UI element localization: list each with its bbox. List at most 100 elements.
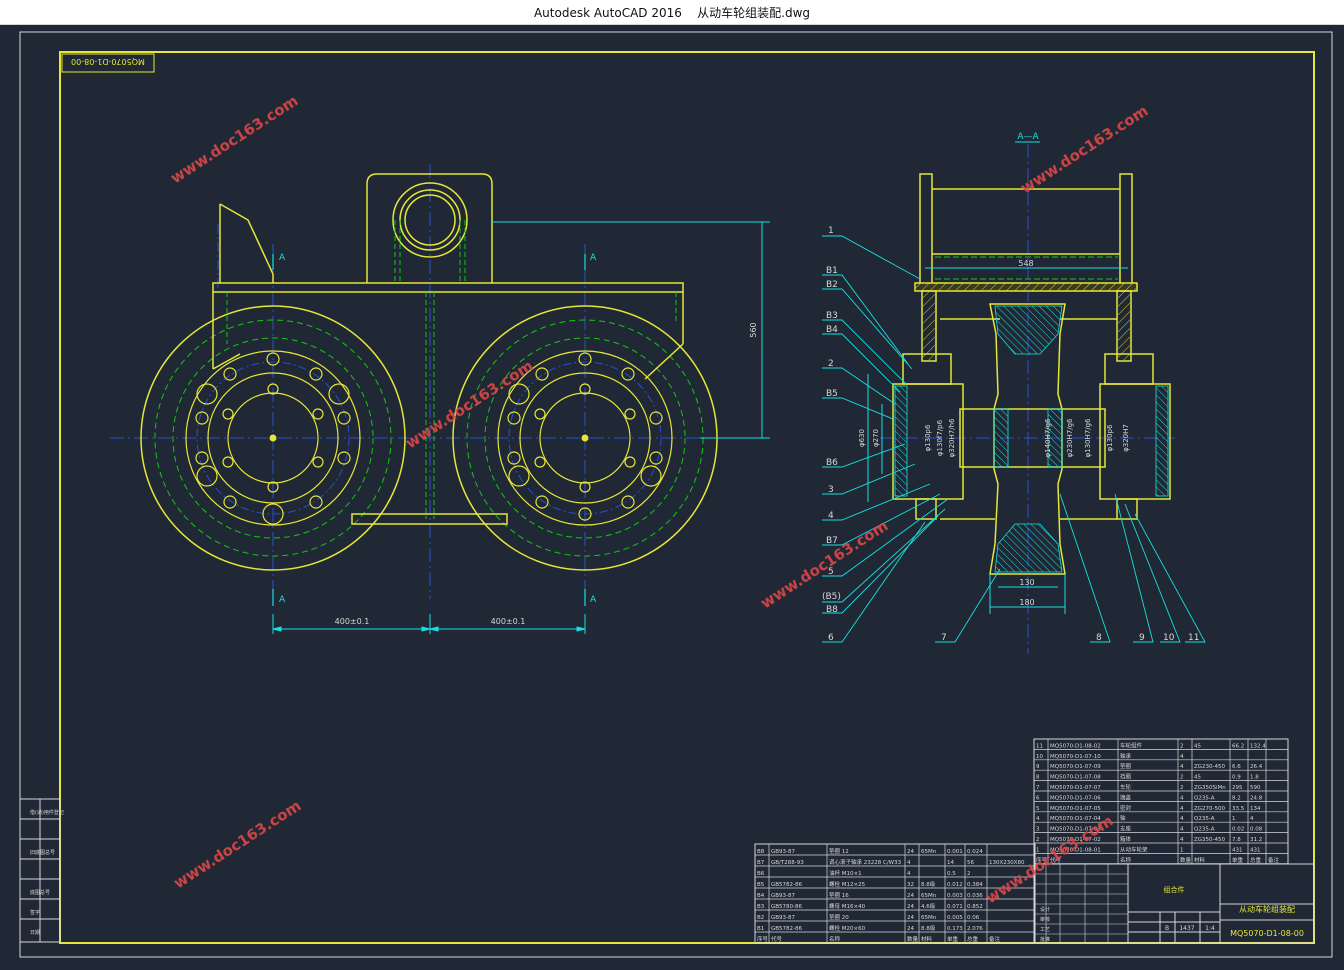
- parts-table-cell: 从动车轮架: [1120, 845, 1148, 853]
- section-outline: [892, 173, 1171, 575]
- parts-table-cell: MQ5070-D1-07-03: [1050, 827, 1101, 833]
- svg-text:旧底图总号: 旧底图总号: [30, 849, 55, 856]
- parts-table-cell: 密封: [1120, 804, 1132, 812]
- svg-text:底图总号: 底图总号: [30, 889, 50, 896]
- left-wheel-outer: [140, 305, 406, 571]
- std-table-cell: 56: [967, 860, 974, 866]
- left-hub-flange: [185, 350, 361, 526]
- drawing-canvas[interactable]: MQ5070-D1-08-00 借(通)用件登记 旧底图总号 底图总号 签字 日…: [0, 24, 1344, 966]
- parts-table-cell: 31.2: [1250, 837, 1262, 843]
- svg-text:φ130p6: φ130p6: [924, 424, 932, 451]
- callout-labels: 1 B1 B2 B3 B4 2 B5 B6 3 4 B7 5 (B5) B8 6…: [822, 226, 1199, 643]
- std-table-cell: 螺栓 M20×60: [829, 924, 866, 932]
- section-label: A—A: [1017, 132, 1039, 142]
- parts-table-cell: 1: [1036, 847, 1040, 853]
- std-table-cell: 8.8级: [921, 924, 936, 932]
- parts-table-cell: 7: [1036, 785, 1040, 791]
- left-bolt-holes: [195, 352, 351, 525]
- parts-table-cell: 132.4: [1250, 743, 1266, 749]
- parts-table-cell: 4: [1180, 837, 1184, 843]
- std-table-cell: B4: [757, 893, 765, 899]
- svg-text:B2: B2: [826, 280, 838, 290]
- parts-table-cell: 4: [1180, 764, 1184, 770]
- std-table-cell: 总重: [967, 935, 979, 943]
- parts-table-cell: 名称: [1120, 856, 1132, 864]
- parts-table-cell: 45: [1194, 775, 1201, 781]
- weight-value: 1437: [1179, 925, 1194, 932]
- parts-table-cell: 2: [1180, 785, 1184, 791]
- std-table-cell: GB5782-86: [771, 926, 803, 932]
- std-table-cell: B6: [757, 871, 765, 877]
- left-axle-center: [269, 434, 277, 442]
- svg-text:φ320H7/h6: φ320H7/h6: [948, 418, 956, 457]
- std-table-cell: 螺栓 M12×25: [829, 880, 866, 888]
- parts-table-cell: MQ5070-D1-08-02: [1050, 743, 1101, 749]
- section-mark-a4: A: [590, 595, 597, 605]
- parts-table-cell: 代号: [1050, 856, 1062, 864]
- parts-table-cell: MQ5070-D1-07-02: [1050, 837, 1101, 843]
- parts-table-cell: 4: [1036, 816, 1040, 822]
- parts-table-cell: 4: [1180, 806, 1184, 812]
- parts-table-cell: 33.5: [1232, 806, 1245, 812]
- std-table-cell: 4: [907, 860, 911, 866]
- std-table-cell: 垫圈 20: [829, 913, 849, 921]
- parts-table-cell: 备注: [1268, 856, 1280, 864]
- parts-table-cell: 0.08: [1250, 827, 1263, 833]
- parts-table-cell: MQ5070-D1-07-10: [1050, 754, 1101, 760]
- svg-text:11: 11: [1188, 633, 1199, 643]
- std-table-cell: 0.012: [947, 882, 963, 888]
- front-view[interactable]: A A A A 400±0.1 400±0.1 560: [110, 164, 770, 634]
- std-table-cell: 24: [907, 926, 914, 932]
- std-table-cell: B5: [757, 882, 765, 888]
- parts-table-cell: 单重: [1232, 856, 1244, 864]
- parts-table-cell: 1: [1232, 816, 1236, 822]
- std-table-cell: 名称: [829, 935, 841, 943]
- parts-table-cell: 2: [1036, 837, 1040, 843]
- dim-left-spacing: 400±0.1: [335, 617, 370, 626]
- parts-table-cell: 8.2: [1232, 795, 1241, 801]
- cad-drawing[interactable]: MQ5070-D1-08-00 借(通)用件登记 旧底图总号 底图总号 签字 日…: [0, 24, 1344, 966]
- section-view-a-a[interactable]: A—A: [822, 132, 1206, 654]
- std-table-cell: 130X230X80: [989, 860, 1025, 866]
- code-box-text: MQ5070-D1-08-00: [71, 57, 145, 66]
- parts-table-cell: 2: [1180, 743, 1184, 749]
- parts-table-cell: ZG350-450: [1194, 837, 1226, 843]
- dim-wheel-large: 180: [1019, 598, 1034, 607]
- parts-table-cell: 11: [1036, 743, 1043, 749]
- parts-table-cell: Q235-A: [1194, 816, 1215, 822]
- inner-frame-border: [59, 51, 1315, 944]
- svg-text:审核: 审核: [1040, 916, 1050, 923]
- std-table-cell: 0.036: [967, 893, 983, 899]
- section-mark-a1: A: [279, 253, 286, 263]
- svg-text:5: 5: [828, 567, 834, 577]
- parts-table-cell: 134: [1250, 806, 1261, 812]
- parts-table-cell: 7.8: [1232, 837, 1241, 843]
- parts-table-cell: 4: [1180, 816, 1184, 822]
- svg-text:4: 4: [828, 511, 834, 521]
- title-block: 组合件 从动车轮组装配 MQ5070-D1-08-00 B 1437 1:4 设…: [1033, 863, 1315, 944]
- svg-text:B5: B5: [826, 389, 838, 399]
- parts-table-cell: 24.8: [1250, 795, 1263, 801]
- frame-hidden-lines: [226, 220, 677, 519]
- parts-table-cell: 轴承: [1120, 752, 1132, 760]
- std-table-cell: 0.005: [947, 915, 963, 921]
- std-table-cell: 序号: [757, 935, 769, 943]
- left-hub-bore: [227, 392, 319, 484]
- stage-letter: B: [1165, 925, 1169, 932]
- section-dimensions: [867, 267, 1128, 614]
- svg-text:批准: 批准: [1040, 936, 1050, 943]
- parts-table-cell: 0.02: [1232, 827, 1244, 833]
- parts-table-cell: 431: [1250, 847, 1261, 853]
- parts-table-cell: 9: [1036, 764, 1040, 770]
- std-table-cell: GB5782-86: [771, 882, 803, 888]
- svg-text:设计: 设计: [1040, 906, 1050, 913]
- svg-text:φ130f7/p6: φ130f7/p6: [936, 419, 944, 456]
- code-box: [61, 53, 155, 73]
- svg-text:借(通)用件登记: 借(通)用件登记: [30, 809, 64, 816]
- parts-table-cell: 车轮: [1120, 783, 1132, 791]
- parts-table-cell: MQ5070-D1-07-06: [1050, 795, 1101, 801]
- std-table-cell: 24: [907, 915, 914, 921]
- section-hidden-lines: [935, 256, 1118, 280]
- parts-table-cell: 1: [1180, 847, 1184, 853]
